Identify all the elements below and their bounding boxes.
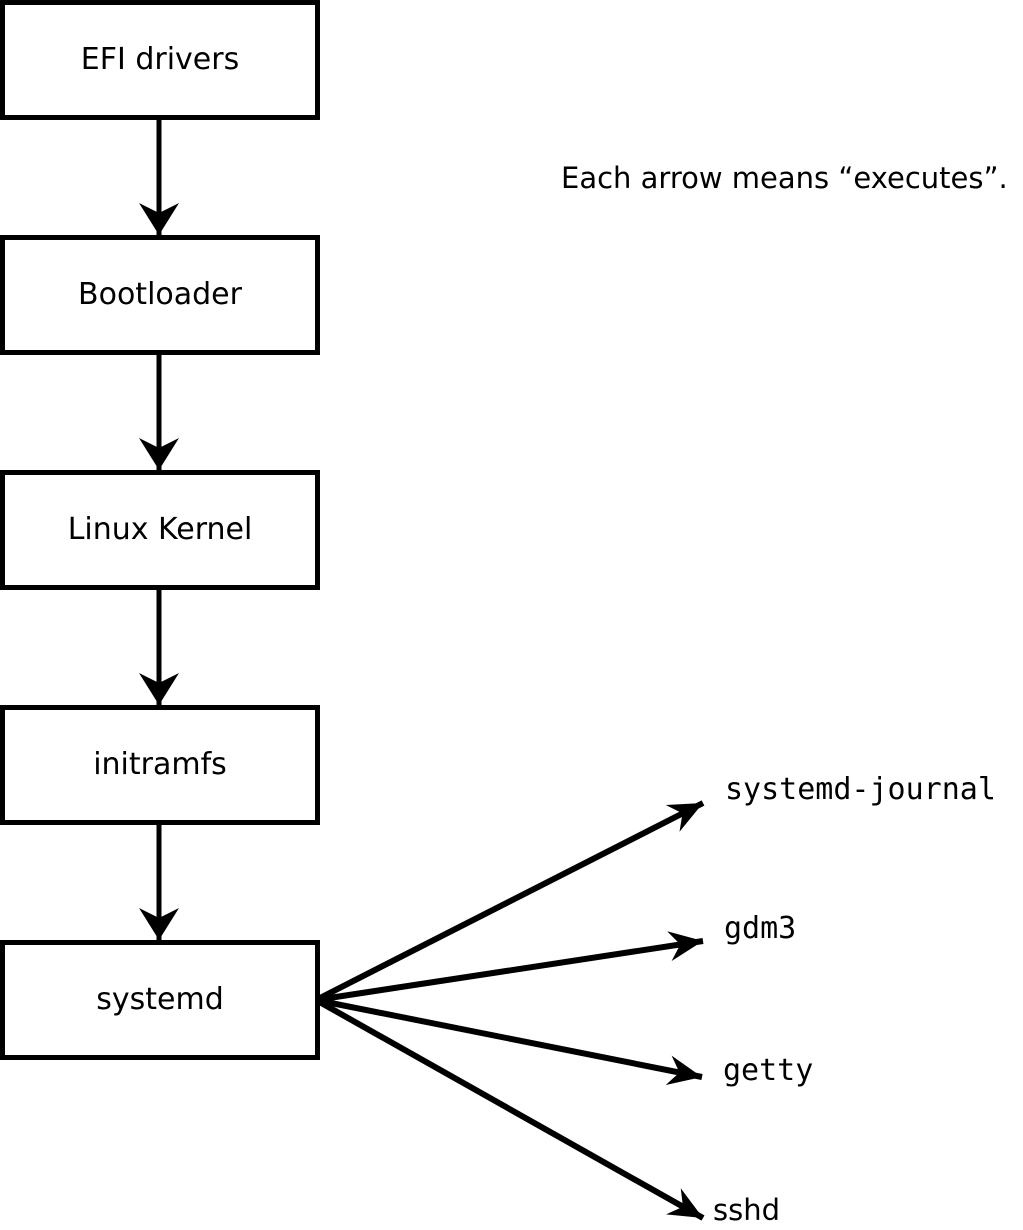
arrow-systemd-to-gdm3 — [315, 931, 704, 1003]
node-efi-drivers-label: EFI drivers — [80, 42, 240, 77]
label-systemd-journal: systemd-journal — [725, 772, 996, 807]
node-systemd-label: systemd — [96, 982, 224, 1017]
annotation-note: Each arrow means “executes”. — [561, 161, 1008, 195]
node-initramfs-label: initramfs — [93, 747, 227, 782]
node-efi-drivers: EFI drivers — [0, 0, 320, 120]
arrow-systemd-to-journal — [314, 800, 705, 1003]
node-initramfs: initramfs — [0, 705, 320, 825]
node-bootloader: Bootloader — [0, 235, 320, 355]
node-linux-kernel-label: Linux Kernel — [67, 512, 253, 547]
node-linux-kernel: Linux Kernel — [0, 470, 320, 590]
label-getty: getty — [723, 1053, 814, 1088]
arrow-systemd-to-getty — [315, 997, 703, 1086]
node-bootloader-label: Bootloader — [78, 277, 242, 312]
node-systemd: systemd — [0, 940, 320, 1060]
arrow-systemd-to-sshd — [314, 997, 705, 1221]
label-gdm3: gdm3 — [724, 911, 797, 946]
label-sshd: sshd — [713, 1193, 781, 1227]
